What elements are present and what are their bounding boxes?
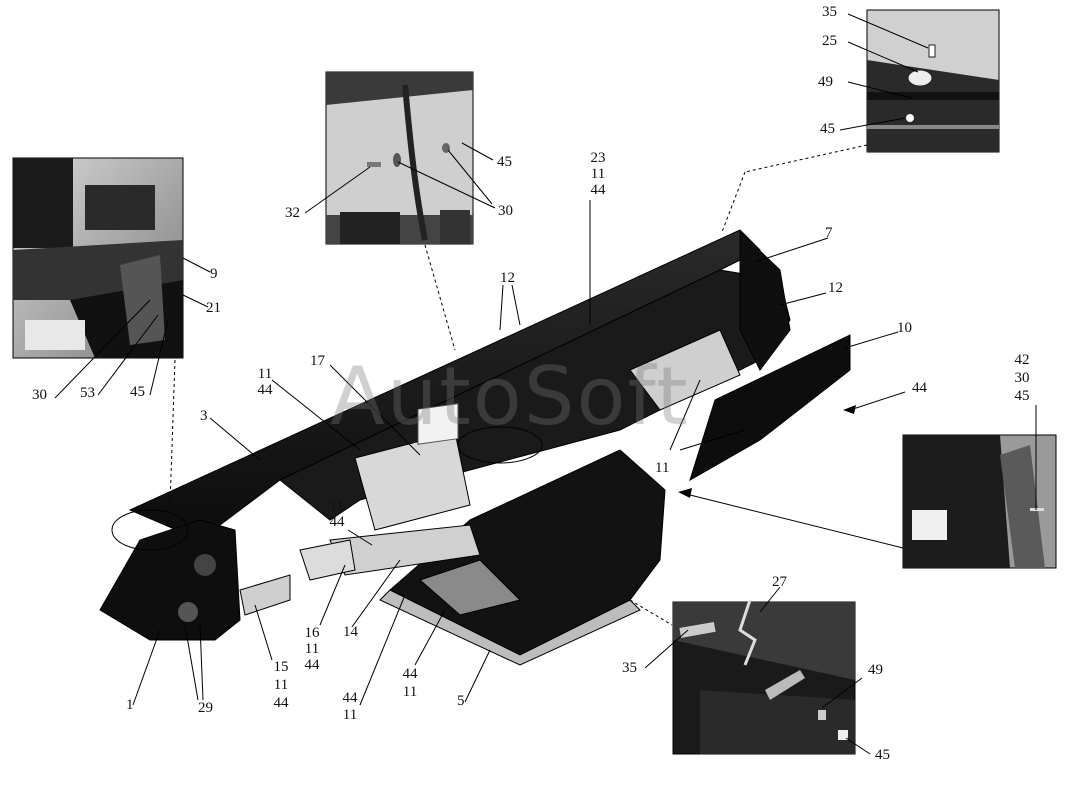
watermark: AutoSoft [330, 350, 690, 443]
callout-42: 42 [1014, 352, 1030, 368]
dashboard-assembly [99, 229, 851, 666]
callout-9: 9 [210, 266, 218, 282]
callout-23-44: 44 [590, 182, 606, 198]
callout-21: 21 [206, 300, 221, 316]
callout-12-right: 12 [828, 280, 843, 296]
callout-7: 7 [825, 225, 833, 241]
callout-30-left: 30 [32, 387, 47, 403]
callout-23: 23 [590, 150, 606, 166]
callout-29: 29 [198, 700, 213, 716]
callout-45-top: 45 [497, 154, 512, 170]
callout-14: 14 [343, 624, 358, 640]
callout-1: 1 [126, 697, 134, 713]
callout-15-44: 44 [273, 695, 289, 711]
callout-49-bottom: 49 [868, 662, 883, 678]
callout-15-11: 11 [273, 677, 289, 693]
callout-35-top: 35 [822, 4, 837, 20]
callout-10: 10 [897, 320, 912, 336]
callout-53: 53 [80, 385, 95, 401]
callout-mid-11: 11 [329, 498, 345, 514]
callout-mid-44: 44 [329, 514, 345, 530]
callout-a-44: 44 [402, 666, 418, 682]
inset-top-right-photo [866, 9, 1000, 153]
callout-b-44: 44 [342, 690, 358, 706]
callout-45-topright: 45 [820, 121, 835, 137]
dashed-lines [169, 144, 868, 626]
callout-a-11: 11 [402, 684, 418, 700]
callout-45-bottom: 45 [875, 747, 890, 763]
inset-bottom-right-photo [672, 599, 856, 755]
callout-left-44: 44 [257, 382, 273, 398]
callout-5: 5 [457, 693, 465, 709]
callout-45-right: 45 [1014, 388, 1030, 404]
callout-16-11: 11 [304, 641, 320, 657]
callout-15: 15 [273, 659, 289, 675]
callout-16-44: 44 [304, 657, 320, 673]
callout-left-11: 11 [257, 366, 273, 382]
callout-11-right: 11 [655, 460, 670, 476]
callout-44-main: 44 [912, 380, 927, 396]
callout-32: 32 [285, 205, 300, 221]
callout-45-left: 45 [130, 384, 145, 400]
callout-49-top: 49 [818, 74, 833, 90]
callout-30-right: 30 [1014, 370, 1030, 386]
callout-12-center: 12 [500, 270, 515, 286]
callout-23-11: 11 [590, 166, 606, 182]
callout-17: 17 [310, 353, 325, 369]
callout-b-11: 11 [342, 707, 358, 723]
callout-27: 27 [772, 574, 787, 590]
callout-35-bottom: 35 [622, 660, 637, 676]
inset-top-center-photo [325, 71, 474, 245]
inset-left-photo [12, 157, 184, 359]
callout-16: 16 [304, 625, 320, 641]
inset-right-photo [902, 434, 1057, 569]
leader-lines [54, 13, 1037, 755]
callout-3: 3 [200, 408, 208, 424]
callout-25: 25 [822, 33, 837, 49]
arrowheads [678, 405, 856, 498]
callout-30-top: 30 [498, 203, 513, 219]
